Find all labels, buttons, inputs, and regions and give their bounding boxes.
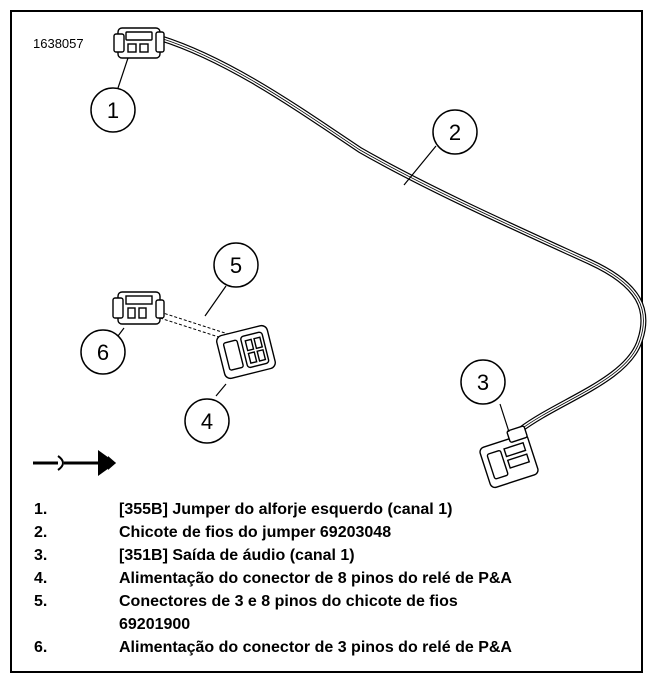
callout-4: 4 [184, 398, 230, 444]
callout-3: 3 [460, 359, 506, 405]
callout-6: 6 [80, 329, 126, 375]
svg-text:3: 3 [477, 370, 489, 395]
svg-text:6: 6 [97, 340, 109, 365]
small-harness-wire [159, 311, 229, 341]
legend-text: Conectores de 3 e 8 pinos do chicote de … [119, 593, 458, 633]
legend-text: [351B] Saída de áudio (canal 1) [119, 547, 355, 564]
legend-item: 2. Chicote de fios do jumper 69203048 [34, 521, 644, 544]
callout-2: 2 [432, 109, 478, 155]
legend-item: 5. Conectores de 3 e 8 pinos do chicote … [34, 590, 644, 636]
legend-number: 4. [34, 570, 48, 587]
legend-item: 1. [355B] Jumper do alforje esquerdo (ca… [34, 498, 644, 521]
legend-number: 1. [34, 501, 48, 518]
svg-text:4: 4 [201, 409, 213, 434]
callout-1: 1 [90, 87, 136, 133]
connector-355b-icon [113, 27, 165, 59]
svg-text:2: 2 [449, 120, 461, 145]
legend-text: [355B] Jumper do alforje esquerdo (canal… [119, 501, 453, 518]
legend: 1. [355B] Jumper do alforje esquerdo (ca… [34, 498, 644, 659]
callout-leaders [114, 57, 510, 433]
legend-number: 6. [34, 639, 48, 656]
svg-text:5: 5 [230, 253, 242, 278]
legend-item: 3. [351B] Saída de áudio (canal 1) [34, 544, 644, 567]
legend-number: 5. [34, 593, 48, 610]
legend-number: 2. [34, 524, 48, 541]
connector-351b-icon [479, 425, 539, 489]
legend-item: 4. Alimentação do conector de 8 pinos do… [34, 567, 644, 590]
legend-number: 3. [34, 547, 48, 564]
legend-item: 6. Alimentação do conector de 3 pinos do… [34, 636, 644, 659]
legend-text: Alimentação do conector de 8 pinos do re… [119, 570, 512, 587]
svg-text:1: 1 [107, 98, 119, 123]
legend-text: Alimentação do conector de 3 pinos do re… [119, 639, 512, 656]
connector-3-pin-icon [112, 291, 165, 325]
figure-id: 1638057 [33, 36, 84, 51]
connector-8-pin-icon [216, 324, 276, 380]
jumper-harness-wire [159, 35, 647, 433]
connector-mate-arrow-icon [33, 450, 116, 476]
callout-5: 5 [213, 242, 259, 288]
legend-text: Chicote de fios do jumper 69203048 [119, 524, 392, 541]
